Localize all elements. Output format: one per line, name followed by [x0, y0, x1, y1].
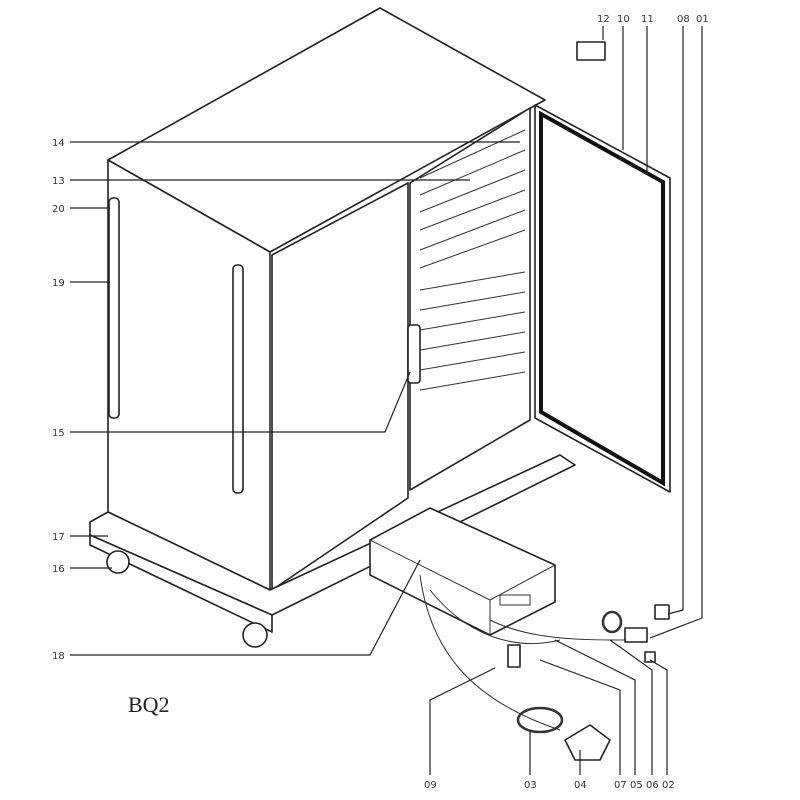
- label-06: 06: [646, 780, 659, 791]
- model-title: BQ2: [128, 692, 170, 717]
- right-door-closed: [271, 182, 409, 591]
- switch: [624, 627, 648, 643]
- label-15: 15: [52, 428, 65, 439]
- label-05: 05: [630, 780, 643, 791]
- left-door-handle-2: [232, 264, 244, 494]
- part-labels: 12 10 11 08 01 14 13 20 19 15 17 16 18 0…: [52, 14, 709, 791]
- caster-wheel: [106, 550, 130, 574]
- leader-lines: [70, 26, 703, 775]
- label-13: 13: [52, 176, 65, 187]
- label-11: 11: [641, 14, 654, 25]
- label-01: 01: [696, 14, 709, 25]
- cable: [419, 574, 561, 731]
- heater-control-box: [369, 507, 556, 636]
- shelf-rails: [419, 129, 526, 391]
- display-panel: [499, 594, 531, 606]
- label-10: 10: [617, 14, 630, 25]
- cable: [429, 589, 561, 644]
- label-03: 03: [524, 780, 537, 791]
- small-switch: [644, 651, 656, 663]
- cable: [489, 619, 631, 641]
- caster-wheel: [242, 622, 268, 648]
- label-04: 04: [574, 780, 587, 791]
- switch-box: [654, 604, 670, 620]
- label-14: 14: [52, 138, 65, 149]
- label-18: 18: [52, 651, 65, 662]
- label-20: 20: [52, 204, 65, 215]
- left-door-handle: [108, 197, 120, 419]
- fan-assembly: [564, 724, 611, 761]
- hinge-bracket: [576, 41, 606, 61]
- right-door-latch: [407, 324, 421, 384]
- label-08: 08: [677, 14, 690, 25]
- label-16: 16: [52, 564, 65, 575]
- label-19: 19: [52, 278, 65, 289]
- connector: [507, 644, 521, 668]
- label-12: 12: [597, 14, 610, 25]
- label-07: 07: [614, 780, 627, 791]
- bumper: [89, 534, 273, 633]
- label-09: 09: [424, 780, 437, 791]
- label-02: 02: [662, 780, 675, 791]
- door-gasket: [539, 110, 665, 487]
- label-17: 17: [52, 532, 65, 543]
- coil-part: [601, 610, 623, 634]
- cabinet: [89, 7, 671, 761]
- open-door: [534, 104, 671, 493]
- sensor-coil: [516, 706, 564, 734]
